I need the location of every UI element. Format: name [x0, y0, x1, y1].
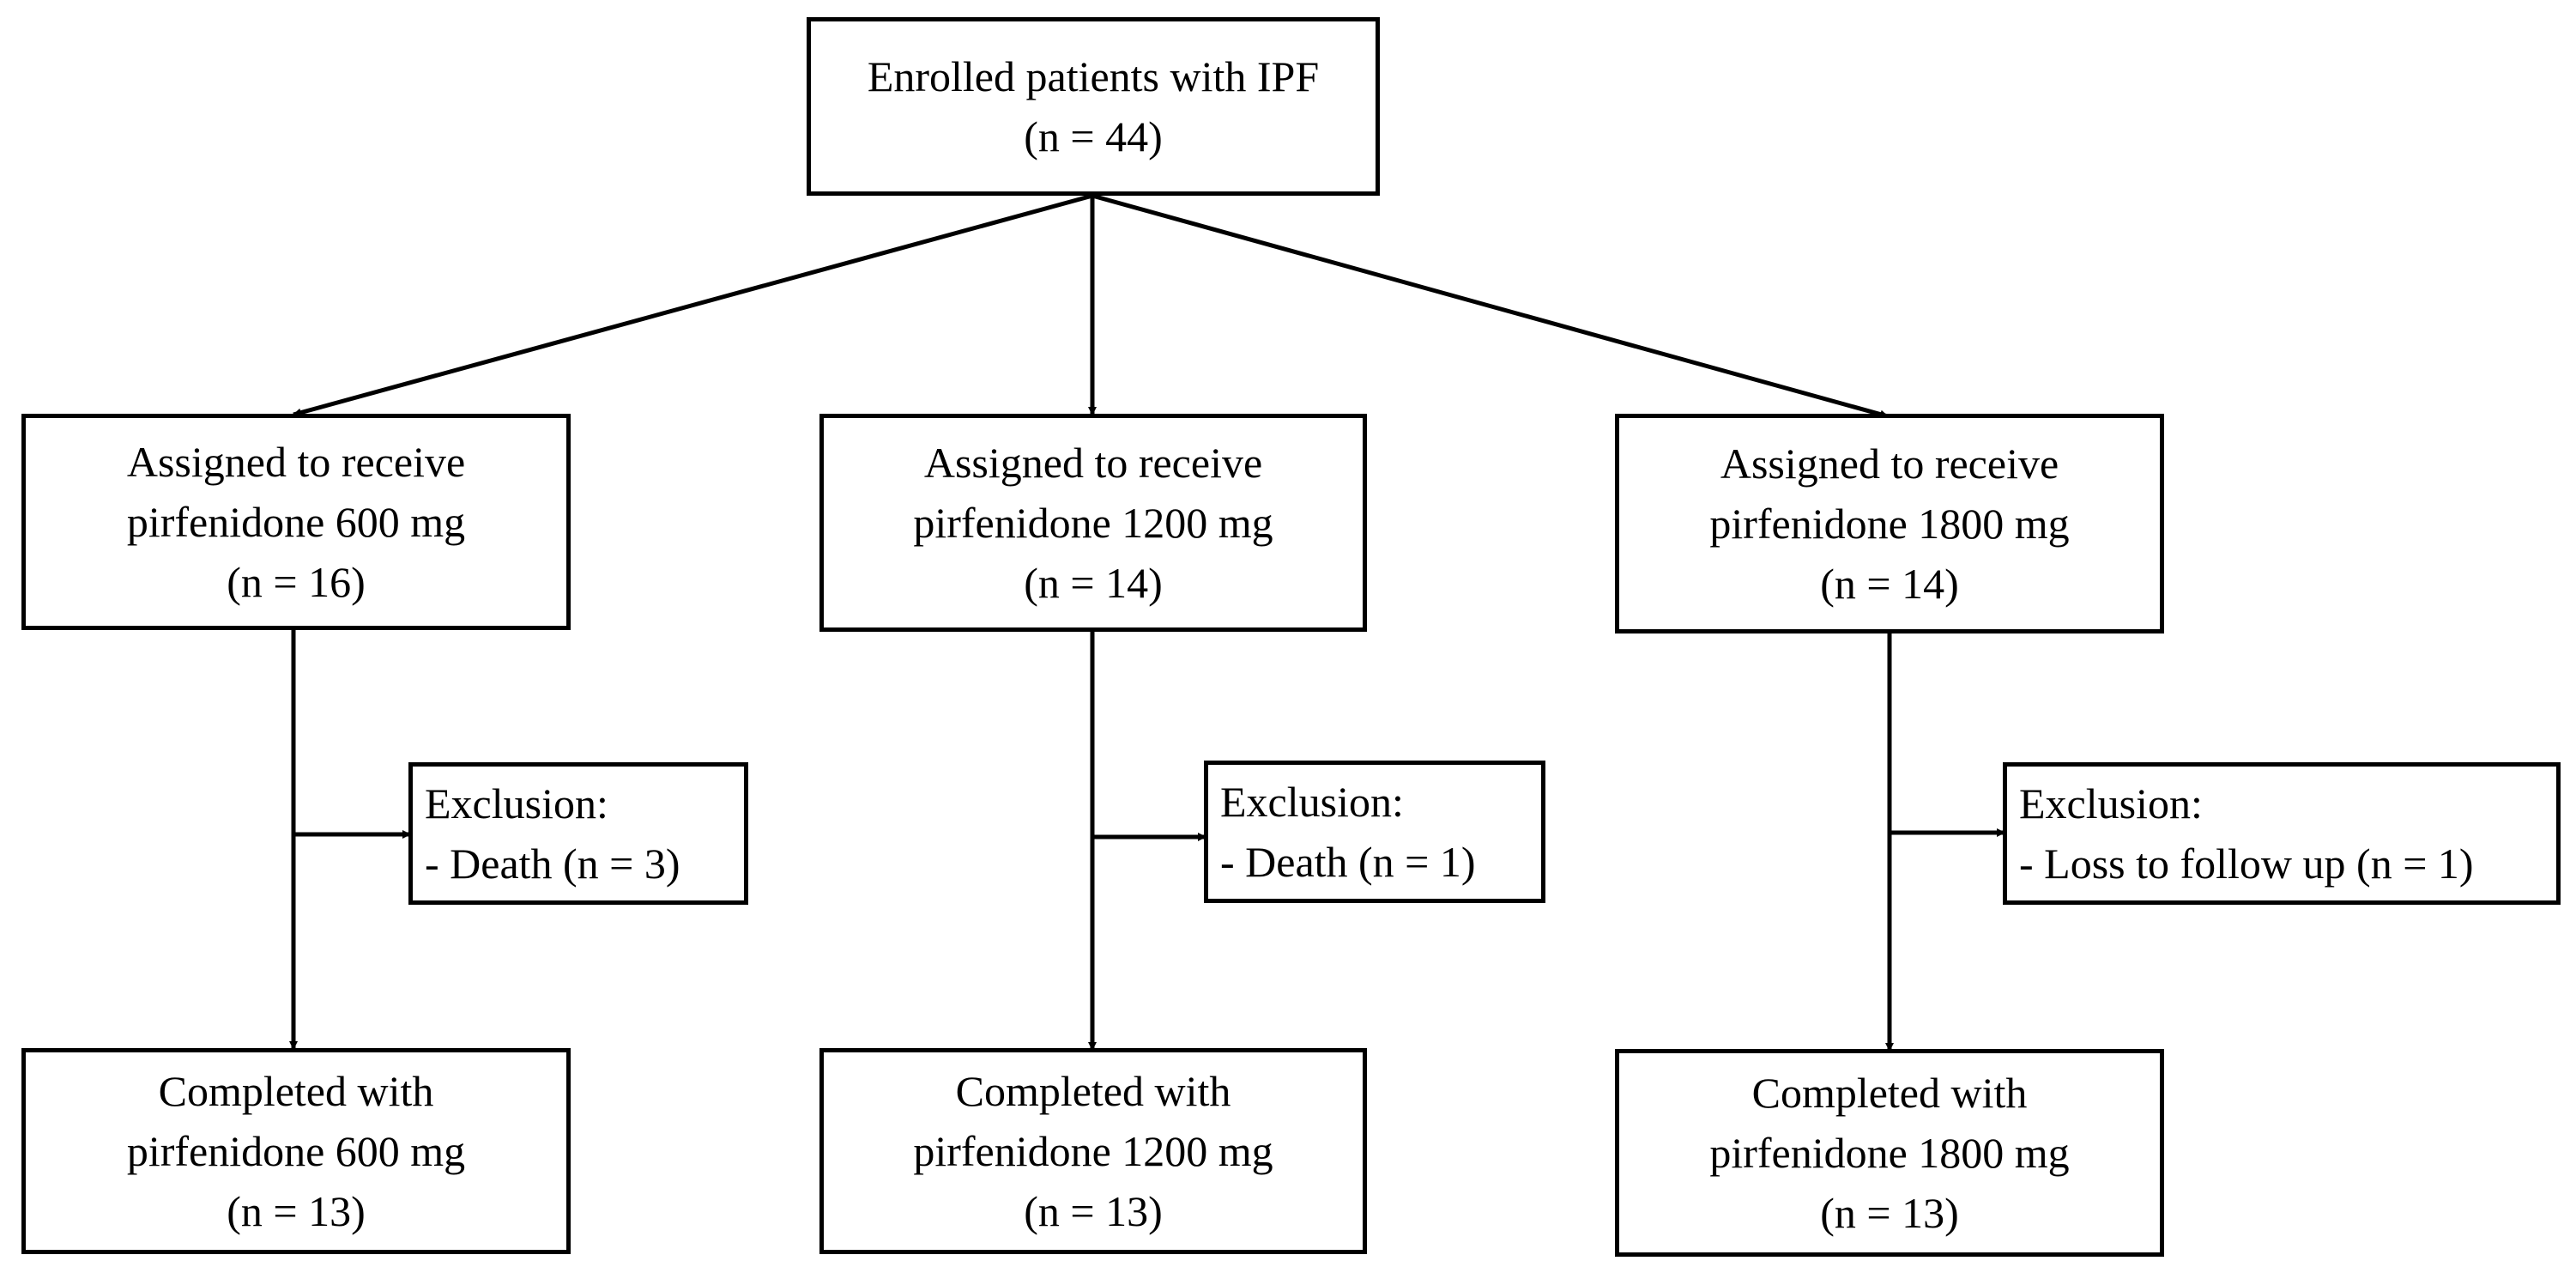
exclusion-box-1800: Exclusion: - Loss to follow up (n = 1)	[2003, 762, 2561, 905]
assigned-label: Assigned to receive	[126, 438, 466, 486]
exclusion-title: Exclusion:	[1220, 778, 1404, 826]
assigned-drug: pirfenidone 600 mg	[126, 498, 466, 546]
completed-box-1200: Completed with pirfenidone 1200 mg (n = …	[819, 1048, 1367, 1254]
assigned-box-1800: Assigned to receive pirfenidone 1800 mg …	[1615, 414, 2164, 633]
completed-box-600: Completed with pirfenidone 600 mg (n = 1…	[21, 1048, 571, 1254]
completed-count: (n = 13)	[227, 1187, 366, 1235]
assigned-box-600: Assigned to receive pirfenidone 600 mg (…	[21, 414, 571, 630]
enrolled-count: (n = 44)	[1024, 112, 1163, 161]
assigned-label: Assigned to receive	[1720, 439, 2059, 488]
exclusion-box-600: Exclusion: - Death (n = 3)	[408, 762, 748, 905]
exclusion-reason: - Loss to follow up (n = 1)	[2019, 840, 2474, 888]
exclusion-reason: - Death (n = 1)	[1220, 838, 1476, 886]
completed-box-1800: Completed with pirfenidone 1800 mg (n = …	[1615, 1049, 2164, 1257]
assigned-count: (n = 14)	[1820, 560, 1959, 608]
completed-count: (n = 13)	[1024, 1187, 1163, 1235]
exclusion-box-1200: Exclusion: - Death (n = 1)	[1204, 761, 1545, 903]
assigned-drug: pirfenidone 1200 mg	[913, 499, 1273, 547]
assigned-drug: pirfenidone 1800 mg	[1709, 500, 2070, 548]
assigned-count: (n = 14)	[1024, 559, 1163, 607]
arrow-enrolled-to-arm-600	[293, 193, 1093, 417]
completed-label: Completed with	[1751, 1069, 2028, 1117]
exclusion-title: Exclusion:	[2019, 779, 2203, 827]
arrow-enrolled-to-arm-1800	[1091, 193, 1889, 419]
completed-drug: pirfenidone 600 mg	[126, 1127, 466, 1175]
exclusion-reason: - Death (n = 3)	[425, 840, 680, 888]
completed-count: (n = 13)	[1820, 1189, 1959, 1237]
completed-drug: pirfenidone 1800 mg	[1709, 1129, 2070, 1177]
completed-label: Completed with	[158, 1067, 434, 1115]
completed-drug: pirfenidone 1200 mg	[913, 1127, 1273, 1175]
enrolled-box: Enrolled patients with IPF (n = 44)	[807, 17, 1380, 196]
assigned-count: (n = 16)	[227, 558, 366, 606]
assigned-box-1200: Assigned to receive pirfenidone 1200 mg …	[819, 414, 1367, 632]
completed-label: Completed with	[955, 1067, 1231, 1115]
assigned-label: Assigned to receive	[923, 439, 1263, 487]
enrolled-title: Enrolled patients with IPF	[867, 52, 1320, 100]
exclusion-title: Exclusion:	[425, 779, 608, 827]
